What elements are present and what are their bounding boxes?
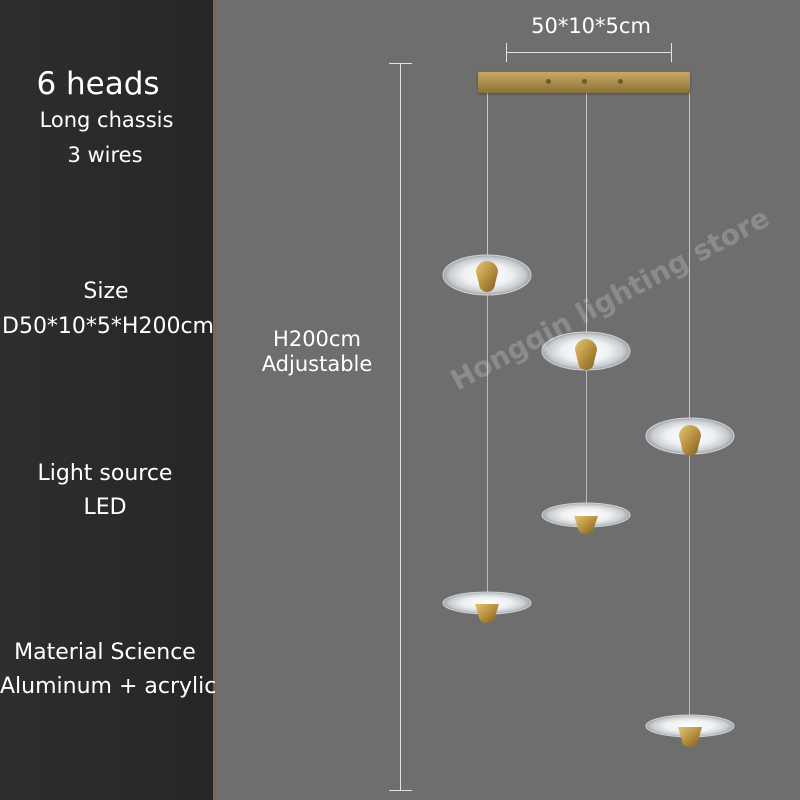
wires-text: 3 wires (67, 143, 143, 167)
width-tick-right (671, 43, 672, 62)
light-source-value: LED (83, 495, 127, 520)
wire-6 (689, 93, 690, 723)
light-source-label: Light source (37, 461, 173, 486)
height-tick-top (389, 63, 412, 64)
size-label: Size (83, 279, 129, 304)
lamp-1 (442, 254, 532, 296)
material-value: Aluminum + acrylic (0, 674, 217, 699)
height-dimension-line (400, 63, 401, 791)
heads-title: 6 heads (36, 66, 160, 102)
height-dimension: H200cm (273, 327, 361, 351)
wire-2 (487, 93, 488, 601)
height-tick-bottom (389, 790, 412, 791)
ceiling-canopy (478, 72, 690, 93)
lamp-5 (442, 591, 532, 623)
sidebar-divider (213, 0, 216, 800)
chassis-text: Long chassis (39, 108, 174, 132)
lamp-2 (541, 331, 631, 371)
width-dimension-line (506, 52, 672, 53)
lamp-4 (541, 502, 631, 534)
size-value: D50*10*5*H200cm (2, 314, 214, 339)
lamp-3 (645, 417, 735, 456)
height-note: Adjustable (261, 352, 373, 376)
spec-sidebar (0, 0, 213, 800)
canopy-dimension: 50*10*5cm (531, 14, 651, 38)
wire-4 (586, 93, 587, 513)
material-label: Material Science (14, 640, 196, 665)
lamp-6 (645, 714, 735, 747)
width-tick-left (506, 43, 507, 62)
